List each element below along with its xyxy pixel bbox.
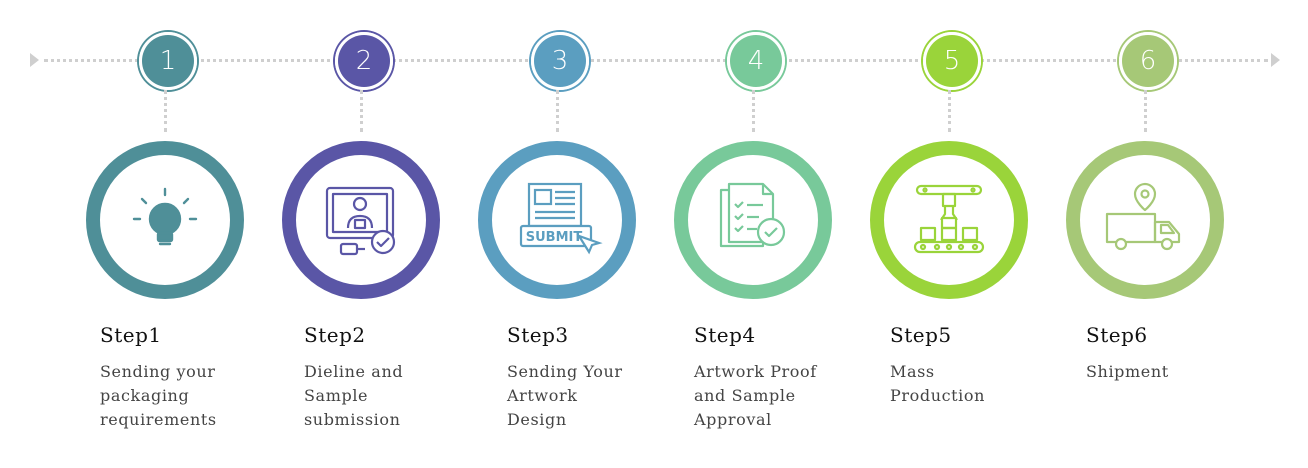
step-2-connector-dot — [357, 134, 367, 144]
step-6: 6 Step6 Shipment — [1066, 0, 1248, 468]
step-3-number-badge: 3 — [531, 32, 589, 90]
step-6-title: Step6 — [1086, 323, 1148, 347]
step-6-number-badge: 6 — [1119, 32, 1177, 90]
step-3-description: Sending Your Artwork Design — [507, 362, 623, 429]
step-4-connector — [752, 90, 755, 132]
submit-form-icon: SUBMIT — [519, 182, 603, 255]
step-2-title: Step2 — [304, 323, 366, 347]
step-1-connector-dot — [161, 134, 171, 144]
step-4-title: Step4 — [694, 323, 756, 347]
step-1-connector — [164, 90, 167, 132]
step-6-description: Shipment — [1086, 362, 1169, 381]
step-6-icon-ring — [1066, 141, 1224, 299]
step-6-number: 6 — [1139, 46, 1157, 76]
timeline-dotted-line — [44, 59, 1268, 62]
step-4-number-badge: 4 — [727, 32, 785, 90]
step-5: 5 Step5 Mass — [870, 0, 1052, 468]
step-4-connector-dot — [749, 134, 759, 144]
step-3-icon-ring: SUBMIT — [478, 141, 636, 299]
delivery-truck-icon — [1105, 182, 1181, 251]
step-1: 1 Step1 Sending your packaging — [86, 0, 268, 468]
step-5-number-badge: 5 — [923, 32, 981, 90]
step-5-description: Mass Production — [890, 362, 986, 405]
step-2-number-badge: 2 — [335, 32, 393, 90]
approved-documents-icon — [719, 182, 786, 248]
step-3-number: 3 — [551, 46, 569, 76]
step-2-description: Dieline and Sample submission — [304, 362, 404, 429]
submit-label: SUBMIT — [526, 230, 583, 245]
step-5-number: 5 — [943, 46, 961, 76]
step-4: 4 Step4 Artwork Proof and Sample — [674, 0, 856, 468]
lightbulb-icon — [132, 187, 198, 246]
designer-monitor-icon — [325, 186, 396, 256]
step-1-description: Sending your packaging requirements — [100, 362, 217, 429]
timeline-start-arrow-icon — [30, 53, 39, 67]
conveyor-robot-arm-icon — [913, 184, 985, 254]
step-1-number-badge: 1 — [139, 32, 197, 90]
step-4-description: Artwork Proof and Sample Approval — [694, 362, 817, 429]
step-2: 2 Step2 Dieline and Sam — [282, 0, 464, 468]
step-1-icon-ring — [86, 141, 244, 299]
timeline-end-arrow-icon — [1271, 53, 1280, 67]
step-3: 3 SUBMIT Step3 Sendin — [478, 0, 660, 468]
step-4-icon-ring — [674, 141, 832, 299]
step-3-connector — [556, 90, 559, 132]
step-2-number: 2 — [355, 46, 373, 76]
step-5-title: Step5 — [890, 323, 952, 347]
step-4-number: 4 — [747, 46, 765, 76]
step-2-icon-ring — [282, 141, 440, 299]
step-6-connector-dot — [1141, 134, 1151, 144]
step-1-number: 1 — [159, 46, 177, 76]
step-1-title: Step1 — [100, 323, 162, 347]
step-2-connector — [360, 90, 363, 132]
step-5-icon-ring — [870, 141, 1028, 299]
step-3-title: Step3 — [507, 323, 569, 347]
step-5-connector-dot — [945, 134, 955, 144]
step-5-connector — [948, 90, 951, 132]
step-6-connector — [1144, 90, 1147, 132]
step-3-connector-dot — [553, 134, 563, 144]
